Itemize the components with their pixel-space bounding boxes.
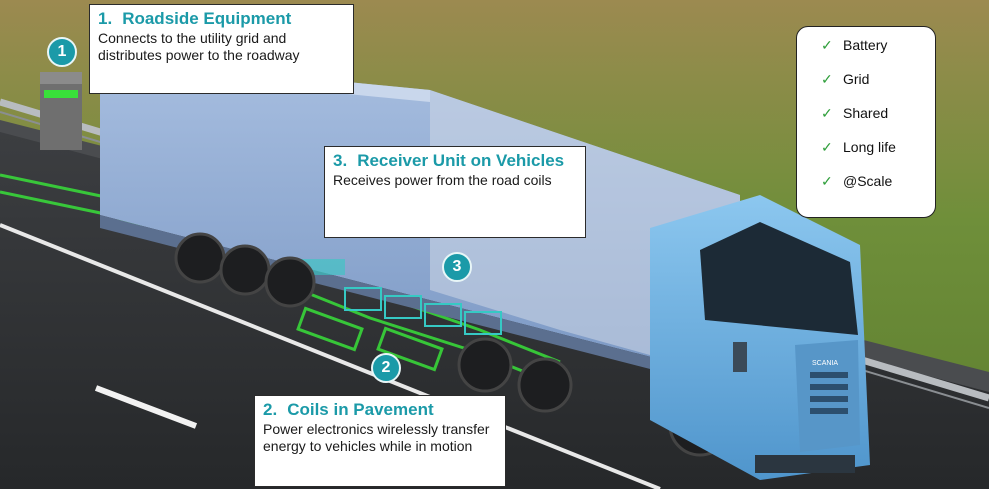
checklist-item: ✓ Long life	[821, 139, 935, 173]
callout-title: Coils in Pavement	[287, 400, 434, 419]
callout-heading: 3. Receiver Unit on Vehicles	[333, 151, 577, 170]
marker-1: 1	[47, 37, 77, 67]
truck-badge: SCANIA	[812, 360, 838, 367]
check-icon: ✓	[821, 71, 833, 87]
checklist-label: @Scale	[843, 173, 893, 189]
check-icon: ✓	[821, 139, 833, 155]
cab: SCANIA	[650, 195, 870, 480]
checklist-item: ✓ Shared	[821, 105, 935, 139]
callout-pavement-coils: 2. Coils in Pavement Power electronics wi…	[254, 395, 506, 487]
callout-number: 1.	[98, 9, 113, 28]
checklist-label: Shared	[843, 105, 889, 121]
lane-dash	[94, 385, 198, 429]
marker-2: 2	[371, 353, 401, 383]
callout-title: Roadside Equipment	[122, 9, 292, 28]
callout-number: 2.	[263, 400, 278, 419]
checklist-label: Long life	[843, 139, 896, 155]
callout-roadside-equipment: 1. Roadside Equipment Connects to the uti…	[89, 4, 354, 94]
callout-heading: 2. Coils in Pavement	[263, 400, 497, 419]
callout-number: 3.	[333, 151, 348, 170]
callout-title: Receiver Unit on Vehicles	[357, 151, 565, 170]
callout-receiver-unit: 3. Receiver Unit on Vehicles Receives pow…	[324, 146, 586, 238]
benefits-checklist: ✓ Battery ✓ Grid ✓ Shared ✓ Long life ✓ @Scal…	[796, 26, 936, 218]
checklist-label: Battery	[843, 37, 888, 53]
callout-body: Connects to the utility grid and distrib…	[98, 30, 300, 63]
lane-line	[0, 223, 661, 489]
checklist-item: ✓ Battery	[821, 37, 935, 71]
check-icon: ✓	[821, 173, 833, 189]
roadside-equipment	[40, 72, 82, 150]
callout-heading: 1. Roadside Equipment	[98, 9, 345, 28]
checklist-item: ✓ Grid	[821, 71, 935, 105]
callout-body: Power electronics wirelessly transfer en…	[263, 421, 490, 454]
checklist-label: Grid	[843, 71, 870, 87]
marker-3: 3	[442, 252, 472, 282]
check-icon: ✓	[821, 37, 833, 53]
checklist-item: ✓ @Scale	[821, 173, 935, 207]
check-icon: ✓	[821, 105, 833, 121]
callout-body: Receives power from the road coils	[333, 172, 552, 188]
